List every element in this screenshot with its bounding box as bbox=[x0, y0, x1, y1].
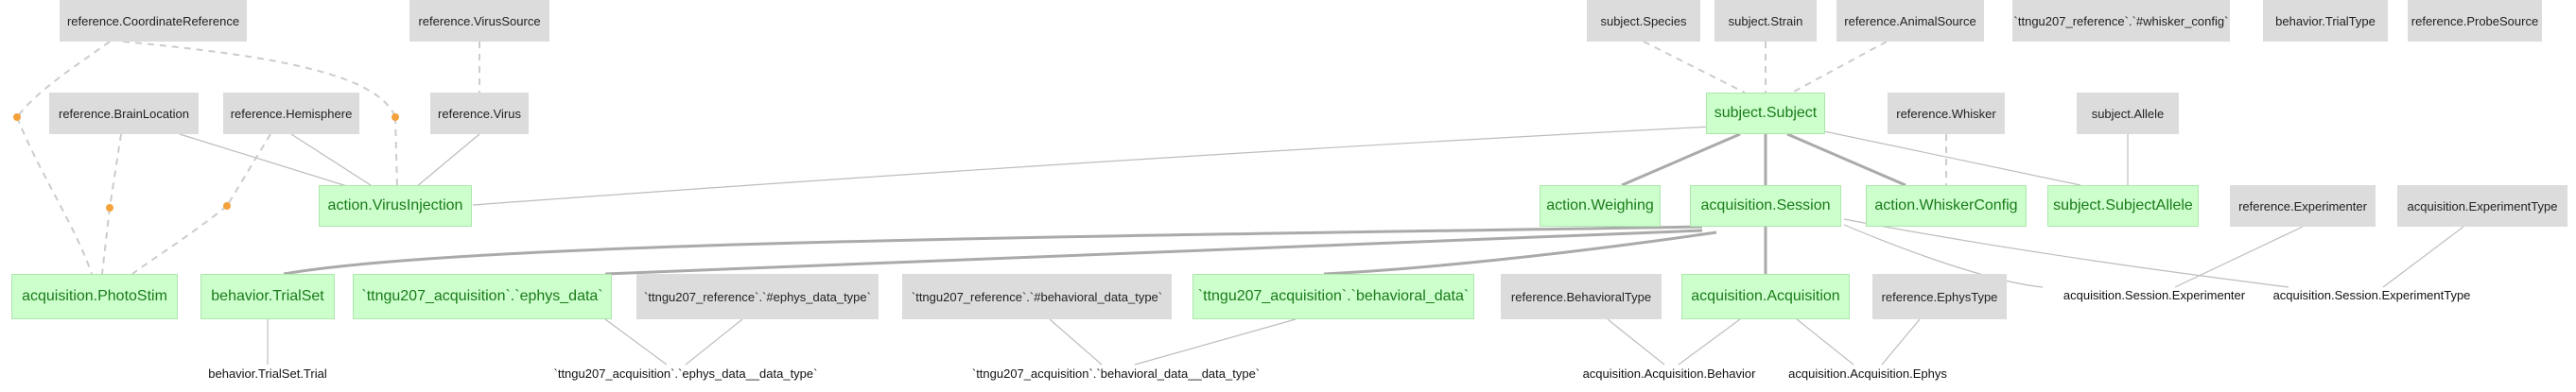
node-subject-species[interactable]: subject.Species bbox=[1587, 0, 1700, 42]
node-behavioral-data[interactable]: `ttngu207_acquisition`.`behavioral_data` bbox=[1192, 274, 1474, 319]
node-subject-allele[interactable]: subject.Allele bbox=[2077, 93, 2179, 134]
projection-dot bbox=[223, 202, 231, 210]
edge-ephystype-acqephys bbox=[1881, 318, 1921, 366]
node-action-weighing[interactable]: action.Weighing bbox=[1540, 185, 1661, 227]
edge-brainloc-dot3 bbox=[109, 133, 122, 209]
edge-behavioraltype-acqbehavior bbox=[1607, 318, 1665, 366]
node-subject-subjectallele[interactable]: subject.SubjectAllele bbox=[2047, 185, 2199, 227]
edge-virus-virusinj bbox=[415, 133, 480, 188]
edge-acquisition-acqbehavior bbox=[1678, 318, 1741, 366]
projection-dot bbox=[13, 113, 21, 121]
edge-animalsource-subject bbox=[1791, 41, 1888, 94]
edge-session-behavioraldata bbox=[1323, 230, 1717, 276]
node-acquisition-ephys[interactable]: acquisition.Acquisition.Ephys bbox=[1788, 366, 1947, 381]
edge-hemisphere-dot4 bbox=[226, 133, 271, 207]
edge-session-session-experimenter bbox=[1843, 224, 2044, 288]
edge-dot1-photostim bbox=[16, 116, 93, 275]
node-ephys-data-type-ref[interactable]: `ttngu207_reference`.`#ephys_data_type` bbox=[636, 274, 879, 319]
node-reference-experimenter[interactable]: reference.Experimenter bbox=[2230, 185, 2376, 227]
node-subject-subject[interactable]: subject.Subject bbox=[1706, 93, 1825, 134]
node-acquisition-experimenttype[interactable]: acquisition.ExperimentType bbox=[2397, 185, 2567, 227]
edge-behavioraldatatyperef-bdt bbox=[1049, 318, 1103, 366]
node-acquisition-acquisition[interactable]: acquisition.Acquisition bbox=[1681, 274, 1850, 319]
edge-subject-whiskerconfig bbox=[1786, 132, 1906, 187]
node-whisker-config-ref[interactable]: `ttngu207_reference`.`#whisker_config` bbox=[2012, 0, 2230, 42]
node-reference-hemisphere[interactable]: reference.Hemisphere bbox=[223, 93, 359, 134]
node-reference-whisker[interactable]: reference.Whisker bbox=[1888, 93, 2005, 134]
projection-dot bbox=[106, 204, 113, 212]
node-session-experimenter[interactable]: acquisition.Session.Experimenter bbox=[2063, 287, 2246, 302]
node-reference-virussource[interactable]: reference.VirusSource bbox=[409, 0, 549, 42]
edge-coordref-dot2 bbox=[122, 41, 396, 118]
edge-subject-virusinj bbox=[472, 126, 1713, 206]
node-behavior-trialtype[interactable]: behavior.TrialType bbox=[2263, 0, 2388, 42]
node-session-experimenttype[interactable]: acquisition.Session.ExperimentType bbox=[2272, 287, 2471, 302]
node-behavioral-data-data-type[interactable]: `ttngu207_acquisition`.`behavioral_data_… bbox=[971, 366, 1261, 381]
edge-acquisition-acqephys bbox=[1796, 318, 1854, 366]
node-subject-strain[interactable]: subject.Strain bbox=[1714, 0, 1817, 42]
node-trialset-trial[interactable]: behavior.TrialSet.Trial bbox=[208, 366, 327, 381]
edge-subject-subjectallele bbox=[1801, 126, 2081, 186]
edge-brainloc-virusinj bbox=[179, 133, 351, 188]
node-action-whiskerconfig[interactable]: action.WhiskerConfig bbox=[1866, 185, 2027, 227]
edge-dot4-photostim bbox=[131, 205, 228, 275]
node-reference-probesource[interactable]: reference.ProbeSource bbox=[2408, 0, 2542, 42]
node-reference-virus[interactable]: reference.Virus bbox=[430, 93, 529, 134]
node-reference-coordinatereference[interactable]: reference.CoordinateReference bbox=[60, 0, 247, 42]
edge-session-trialset bbox=[283, 225, 1703, 276]
edge-session-session-experimenttype bbox=[1843, 218, 2289, 288]
edge-ephysdatatyperef-ephysdatadatatype bbox=[685, 318, 743, 366]
node-ephys-data[interactable]: `ttngu207_acquisition`.`ephys_data` bbox=[353, 274, 612, 319]
node-reference-ephystype[interactable]: reference.EphysType bbox=[1872, 274, 2007, 319]
edge-session-ephysdata bbox=[604, 229, 1703, 276]
node-behavior-trialset[interactable]: behavior.TrialSet bbox=[200, 274, 335, 319]
node-reference-behavioraltype[interactable]: reference.BehavioralType bbox=[1501, 274, 1662, 319]
edge-dot3-photostim bbox=[101, 207, 111, 275]
node-ephys-data-data-type[interactable]: `ttngu207_acquisition`.`ephys_data__data… bbox=[553, 366, 818, 381]
edge-ephysdata-ephysdatadatatype bbox=[604, 318, 668, 366]
edge-subject-weighing bbox=[1621, 132, 1741, 187]
node-behavioral-data-type-ref[interactable]: `ttngu207_reference`.`#behavioral_data_t… bbox=[902, 274, 1172, 319]
edge-behavioraldata-bdt bbox=[1134, 318, 1297, 366]
node-reference-animalsource[interactable]: reference.AnimalSource bbox=[1836, 0, 1984, 42]
node-acquisition-session[interactable]: acquisition.Session bbox=[1690, 185, 1841, 227]
edge-experimenttype-session-experimenttype bbox=[2382, 226, 2464, 288]
edge-dot2-virusinj bbox=[394, 116, 398, 188]
edge-species-subject bbox=[1643, 41, 1746, 94]
node-acquisition-photostim[interactable]: acquisition.PhotoStim bbox=[11, 274, 178, 319]
node-reference-brainlocation[interactable]: reference.BrainLocation bbox=[49, 93, 199, 134]
edge-coordref-dot1 bbox=[16, 41, 111, 118]
projection-dot bbox=[392, 113, 399, 121]
node-action-virusinjection[interactable]: action.VirusInjection bbox=[319, 185, 472, 227]
edge-experimenter-session-experimenter bbox=[2174, 226, 2304, 288]
edge-hemisphere-virusinj bbox=[290, 133, 374, 188]
node-acquisition-behavior[interactable]: acquisition.Acquisition.Behavior bbox=[1582, 366, 1756, 381]
